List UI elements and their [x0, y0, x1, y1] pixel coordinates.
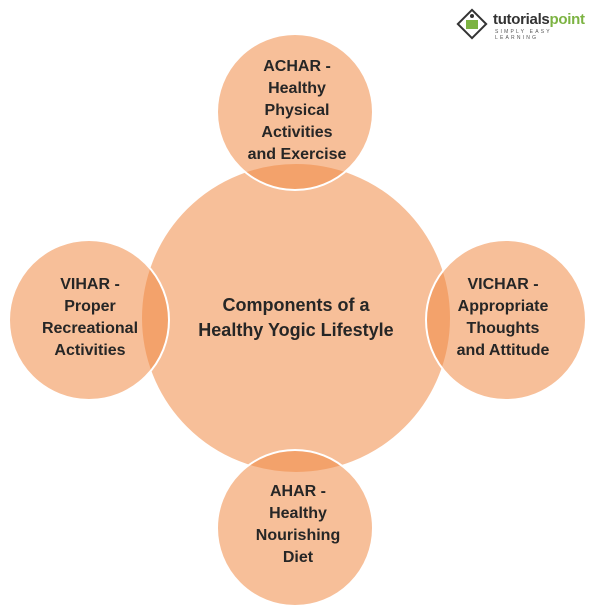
left-circle — [8, 239, 170, 401]
vichar-line: Thoughts — [466, 320, 540, 337]
center-label-line: Healthy Yogic Lifestyle — [198, 320, 394, 340]
vihar-line: Proper — [64, 298, 116, 315]
ahar-line: Healthy — [269, 505, 327, 522]
ahar-label: AHAR - Healthy Nourishing Diet — [256, 481, 340, 569]
ahar-line: Diet — [282, 549, 314, 566]
vichar-line: and Attitude — [456, 342, 550, 359]
achar-line: Healthy — [268, 80, 326, 97]
vihar-line: VIHAR - — [60, 276, 120, 293]
vihar-line: Activities — [54, 342, 126, 359]
center-label-line: Components of a — [222, 295, 370, 315]
achar-line: Physical — [264, 102, 330, 119]
vichar-line: Appropriate — [457, 298, 549, 315]
bottom-circle — [216, 449, 374, 607]
vihar-line: Recreational — [41, 320, 139, 337]
vichar-label: VICHAR - Appropriate Thoughts and Attitu… — [457, 274, 550, 362]
achar-line: ACHAR - — [263, 58, 331, 75]
ahar-line: Nourishing — [255, 527, 341, 544]
right-circle — [425, 239, 587, 401]
ahar-line: AHAR - — [270, 483, 326, 500]
vichar-line: VICHAR - — [467, 276, 539, 293]
vihar-label: VIHAR - Proper Recreational Activities — [42, 274, 138, 362]
logo-icon — [456, 8, 488, 40]
logo-text: tutorialspoint — [493, 11, 585, 28]
top-circle — [216, 33, 374, 191]
achar-line: Activities — [261, 124, 333, 141]
achar-line: and Exercise — [247, 146, 347, 163]
logo-tagline: SIMPLY EASY LEARNING — [495, 29, 552, 41]
tutorialspoint-logo: tutorialspoint SIMPLY EASY LEARNING — [455, 8, 595, 41]
center-label: Components of a Healthy Yogic Lifestyle — [198, 293, 393, 343]
achar-label: ACHAR - Healthy Physical Activities and … — [248, 56, 347, 166]
